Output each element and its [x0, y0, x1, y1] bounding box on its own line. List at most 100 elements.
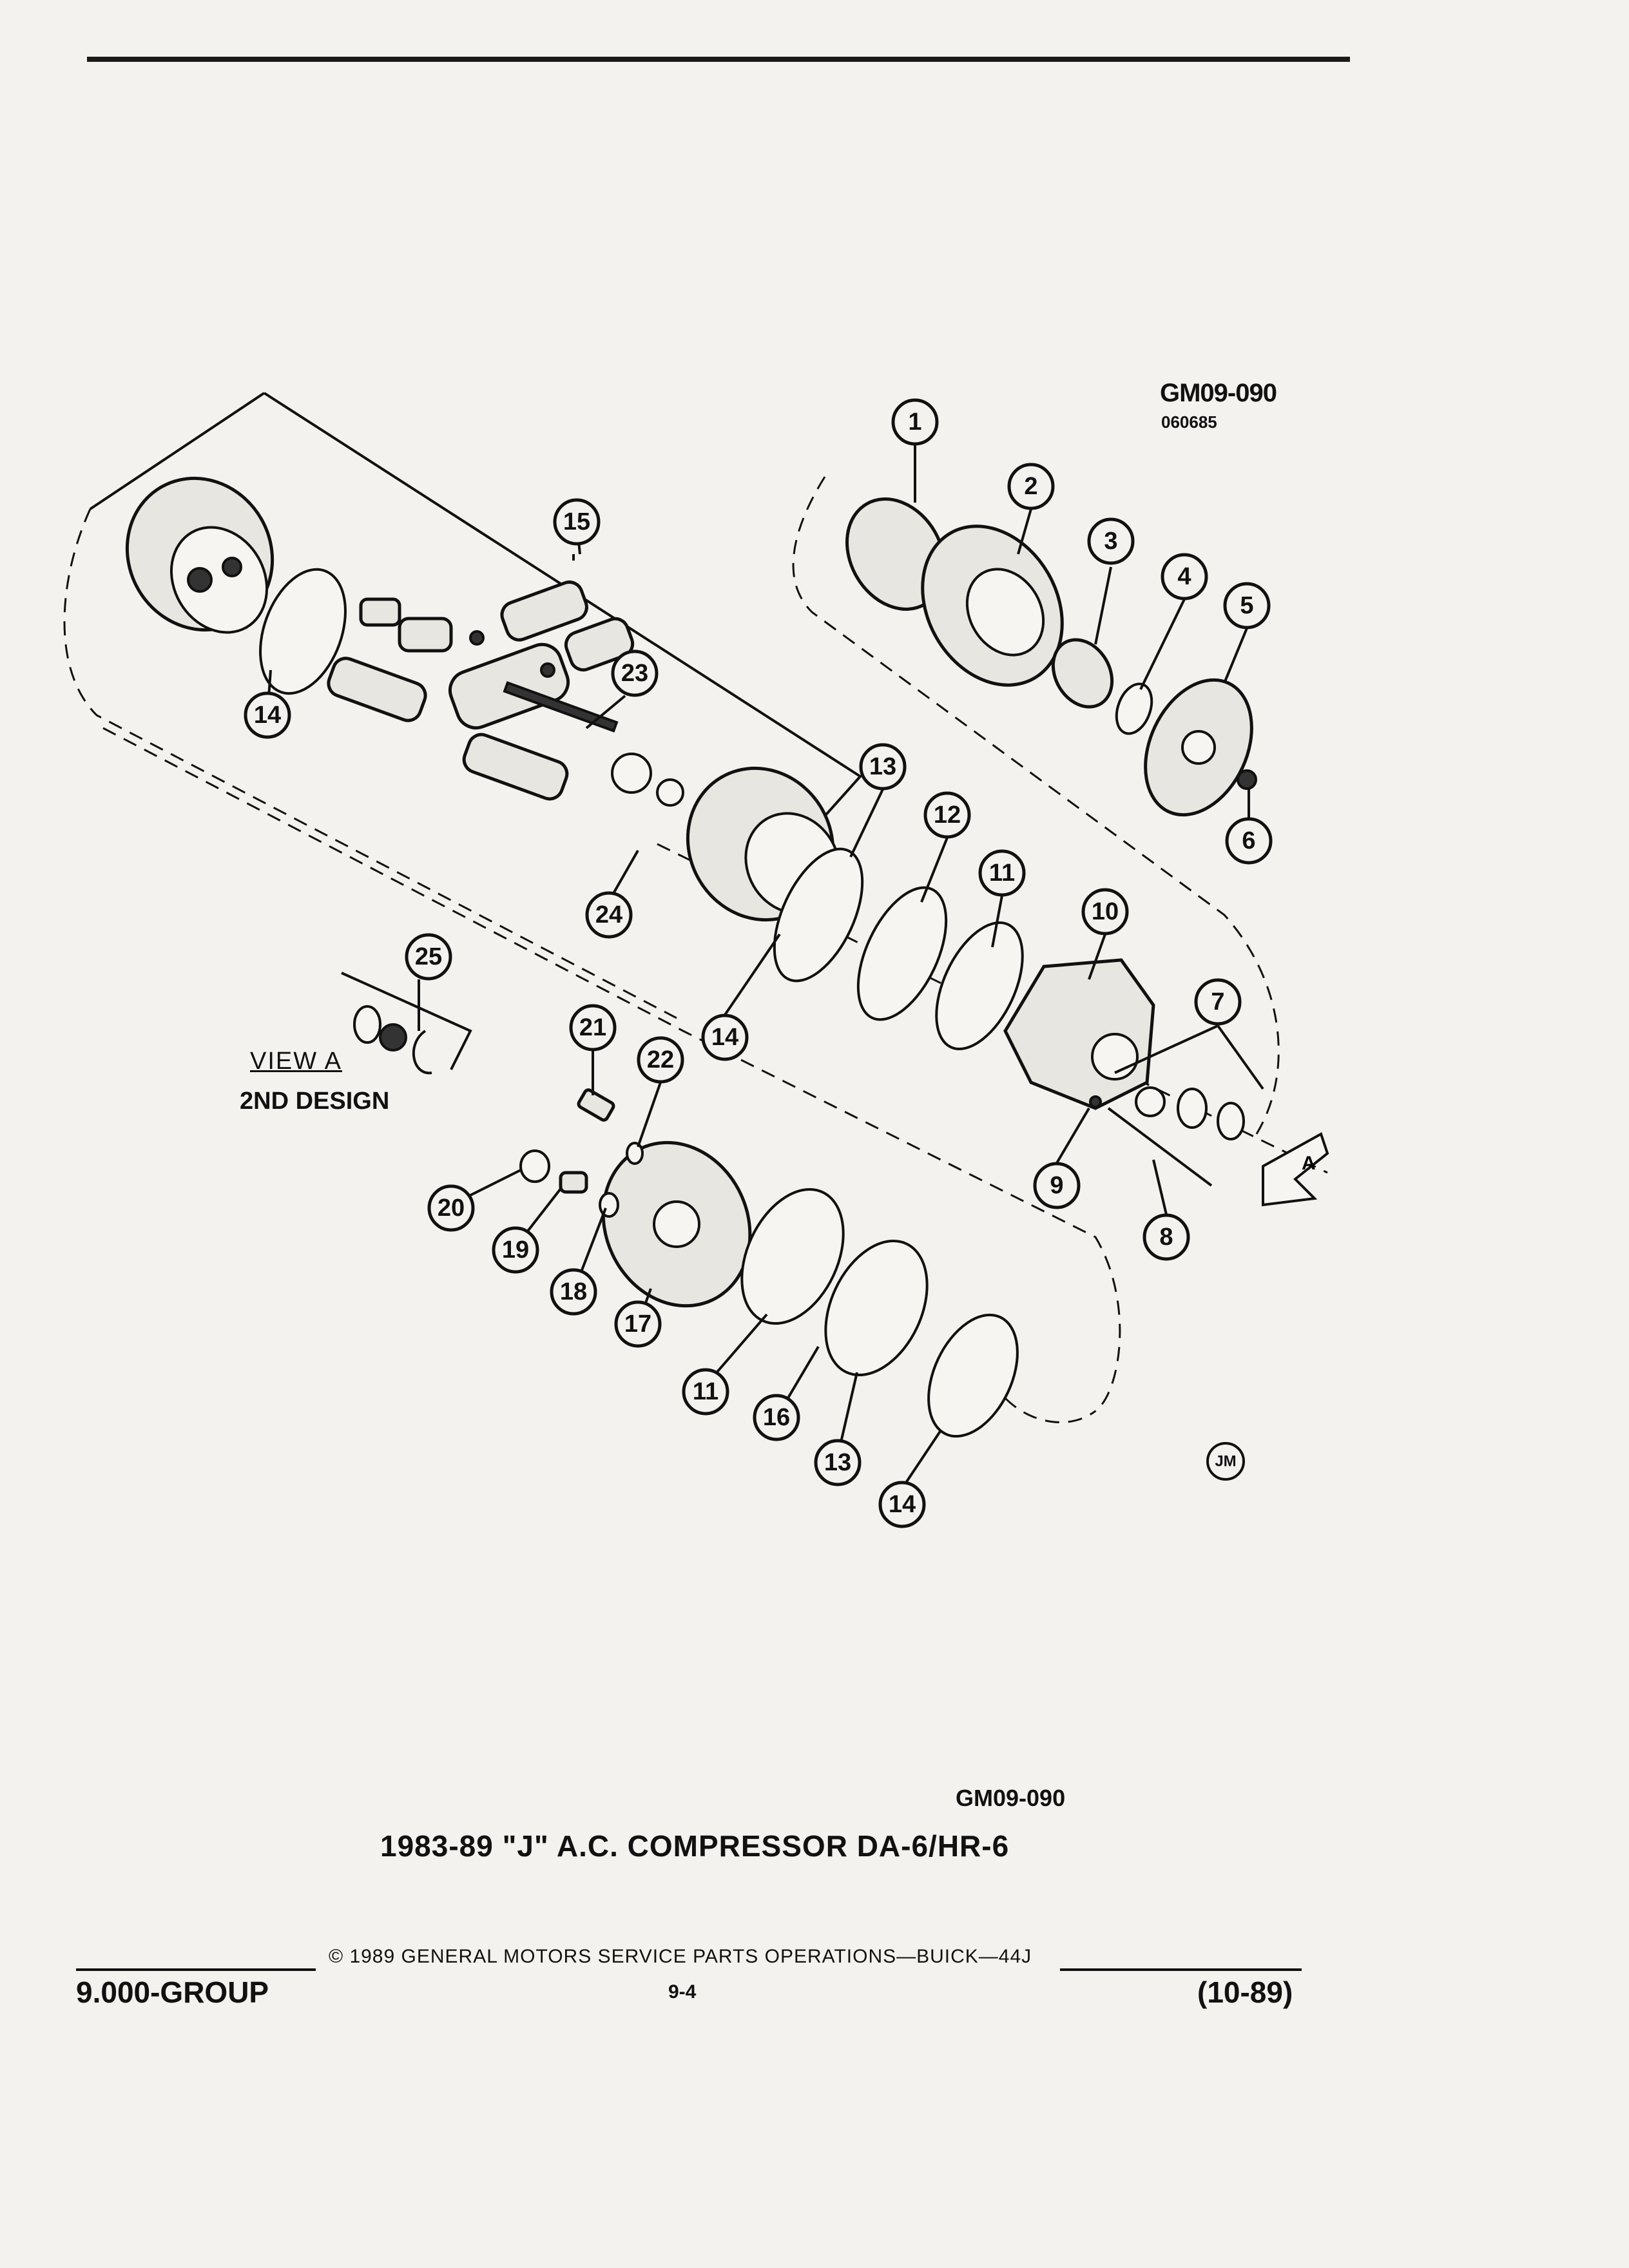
- svg-text:21: 21: [579, 1014, 606, 1041]
- footer-date: (10-89): [1197, 1975, 1293, 2009]
- svg-text:9: 9: [1050, 1172, 1063, 1199]
- svg-text:6: 6: [1242, 827, 1255, 854]
- head-gasket-part: [935, 921, 1024, 1050]
- svg-text:14: 14: [889, 1491, 916, 1518]
- svg-text:JM: JM: [1215, 1453, 1236, 1470]
- svg-text:14: 14: [254, 702, 281, 729]
- callout-14-upper: 14: [244, 691, 291, 739]
- discharge-valve-part: [824, 1240, 929, 1376]
- retainer-ring-part: [1115, 682, 1153, 735]
- callout-17: 17: [614, 1300, 662, 1348]
- callout-15: 15: [553, 498, 601, 546]
- top-rule: [87, 57, 1350, 62]
- callout-8: 8: [1142, 1213, 1190, 1261]
- view-a-sublabel: 2ND DESIGN: [240, 1088, 390, 1115]
- svg-text:15: 15: [563, 508, 590, 535]
- svg-text:16: 16: [763, 1404, 790, 1431]
- callout-3: 3: [1087, 517, 1135, 565]
- seal-part: [1135, 1086, 1166, 1117]
- cylinder-shaft-assembly: [327, 581, 684, 807]
- svg-text:4: 4: [1177, 563, 1191, 590]
- seal-o-ring-part: [1217, 1102, 1245, 1140]
- valve-o-ring-part: [626, 1142, 644, 1165]
- svg-text:1: 1: [908, 408, 921, 436]
- svg-text:3: 3: [1104, 528, 1117, 555]
- svg-text:18: 18: [560, 1278, 587, 1305]
- callout-16: 16: [753, 1394, 800, 1441]
- callout-11: 11: [978, 849, 1026, 897]
- svg-text:12: 12: [934, 802, 961, 829]
- valve-plate-part: [856, 886, 948, 1021]
- callout-10: 10: [1081, 888, 1129, 936]
- front-head-part: [1003, 958, 1155, 1110]
- footer-rule-right: [1060, 1968, 1302, 1971]
- view-a-label: VIEW A: [250, 1048, 342, 1075]
- callout-24: 24: [585, 891, 633, 939]
- callout-4: 4: [1161, 553, 1208, 601]
- callout-7: 7: [1194, 978, 1242, 1026]
- svg-text:17: 17: [624, 1311, 651, 1338]
- callout-5: 5: [1223, 582, 1271, 629]
- callout-9: 9: [1033, 1162, 1081, 1209]
- svg-text:13: 13: [869, 753, 896, 780]
- footer-section: 9.000-GROUP: [76, 1975, 269, 2009]
- callout-14: 14: [701, 1014, 749, 1061]
- callout-25: 25: [405, 933, 452, 981]
- svg-text:25: 25: [415, 943, 442, 970]
- relief-valve-seal-part: [519, 1149, 550, 1183]
- clutch-plate-part: [1144, 678, 1253, 817]
- pulley-bearing-part: [1051, 638, 1114, 709]
- artist-mark: JM: [1206, 1442, 1245, 1481]
- seal-seat-part: [1177, 1088, 1208, 1129]
- svg-text:2: 2: [1024, 473, 1037, 500]
- svg-text:14: 14: [711, 1024, 738, 1051]
- figure-code-sub: 060685: [1161, 412, 1217, 432]
- pulley-part: [921, 524, 1064, 687]
- callout-20: 20: [427, 1184, 475, 1232]
- valve-part: [577, 1088, 615, 1122]
- view-a-arrow-icon: A: [1262, 1132, 1329, 1207]
- callout-13-lower: 13: [814, 1439, 862, 1486]
- rear-head-part: [125, 476, 275, 634]
- svg-text:13: 13: [824, 1449, 851, 1476]
- thru-bolt-part: [1107, 1107, 1213, 1187]
- footer-rule-left: [76, 1968, 316, 1971]
- svg-text:22: 22: [647, 1046, 674, 1073]
- figure-caption: 1983-89 "J" A.C. COMPRESSOR DA-6/HR-6: [380, 1829, 1010, 1863]
- suction-reed-part: [773, 847, 864, 983]
- svg-text:23: 23: [621, 660, 648, 687]
- svg-text:10: 10: [1092, 898, 1119, 925]
- bolt-washer-part: [1089, 1095, 1102, 1108]
- svg-text:20: 20: [438, 1195, 465, 1222]
- shaft-nut-part: [1237, 769, 1257, 790]
- view-a-detail: [341, 972, 472, 1075]
- relief-valve-part: [559, 1171, 588, 1194]
- callout-13: 13: [859, 743, 907, 791]
- svg-text:24: 24: [595, 901, 622, 928]
- callout-12: 12: [923, 791, 971, 839]
- svg-text:7: 7: [1211, 988, 1224, 1015]
- footer-copyright: © 1989 GENERAL MOTORS SERVICE PARTS OPER…: [329, 1946, 1032, 1967]
- svg-text:8: 8: [1159, 1224, 1173, 1251]
- arrow-letter: A: [1302, 1153, 1316, 1174]
- callout-6: 6: [1225, 817, 1273, 865]
- svg-text:5: 5: [1240, 592, 1253, 619]
- callout-14-lower: 14: [878, 1481, 926, 1528]
- svg-text:19: 19: [502, 1236, 529, 1264]
- callout-18: 18: [550, 1268, 597, 1316]
- callout-1: 1: [891, 398, 939, 446]
- footer-page-number: 9-4: [668, 1981, 697, 2003]
- callout-11-lower: 11: [682, 1368, 729, 1416]
- callout-23: 23: [611, 649, 659, 697]
- lower-o-ring-part: [927, 1313, 1019, 1438]
- callout-21: 21: [569, 1004, 617, 1052]
- svg-text:11: 11: [989, 860, 1015, 887]
- callout-2: 2: [1007, 463, 1055, 510]
- figure-code-top: GM09-090: [1160, 379, 1277, 407]
- o-ring-part: [259, 568, 347, 695]
- callout-22: 22: [637, 1036, 684, 1084]
- figure-code-bottom: GM09-090: [956, 1785, 1066, 1811]
- callout-19: 19: [492, 1226, 539, 1274]
